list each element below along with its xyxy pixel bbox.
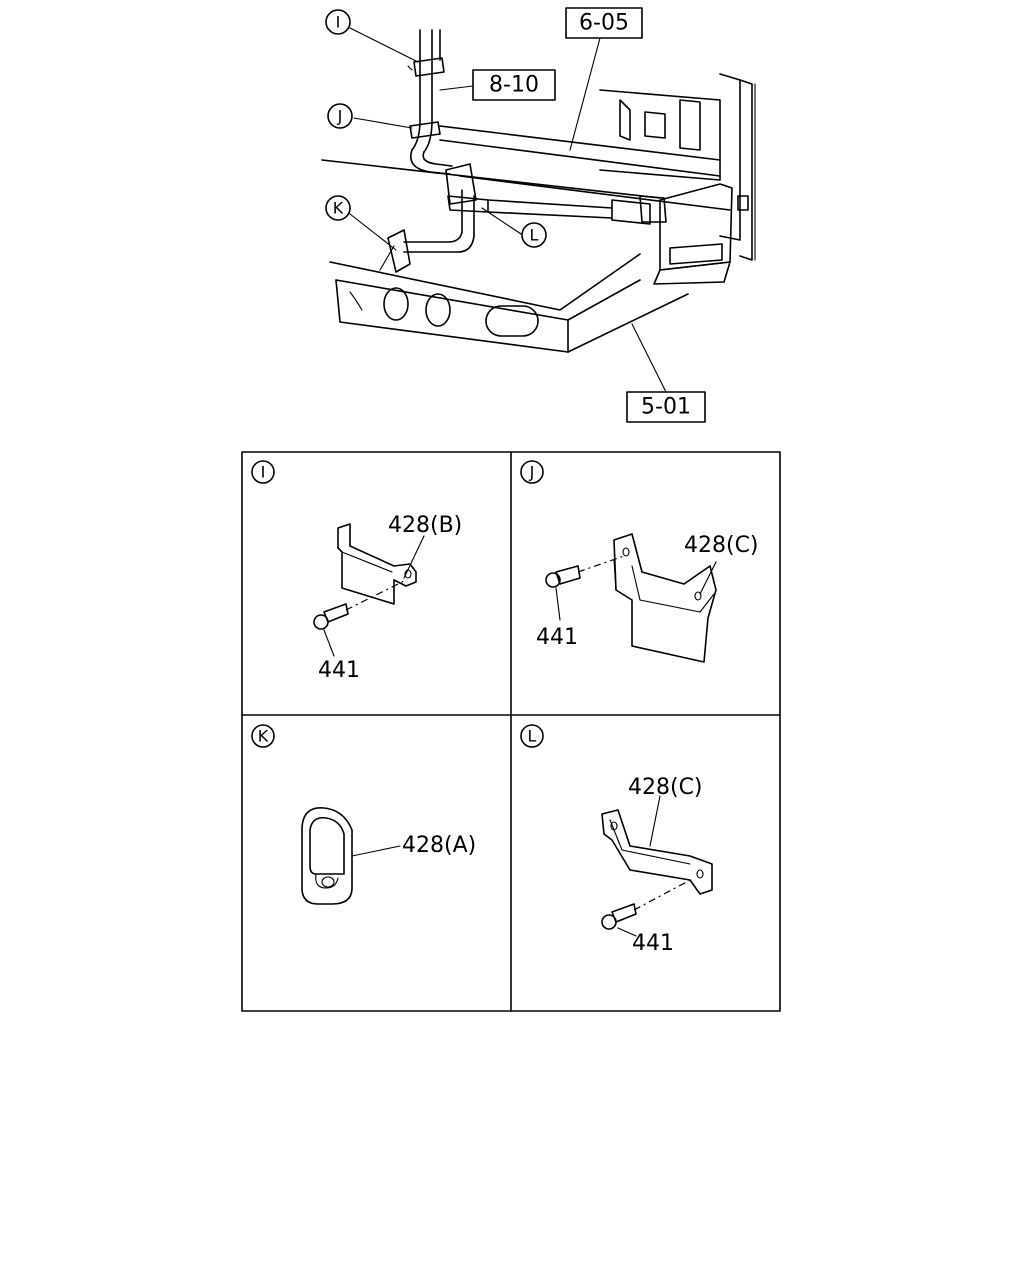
label-428b: 428(B) [388, 513, 462, 538]
svg-text:I: I [261, 463, 266, 482]
reference-6-05: 6-05 [565, 7, 643, 39]
label-428c: 428(C) [628, 775, 703, 800]
label-441: 441 [632, 931, 674, 956]
callout-i: I [325, 9, 351, 35]
svg-text:8-10: 8-10 [489, 73, 539, 98]
svg-text:L: L [528, 727, 537, 746]
detail-grid [241, 451, 781, 1012]
svg-text:K: K [258, 727, 269, 746]
svg-text:L: L [530, 226, 539, 245]
label-428c: 428(C) [684, 533, 759, 558]
reference-8-10: 8-10 [472, 69, 556, 101]
detail-panel-i: I 428(B) 441 [251, 460, 462, 683]
label-441: 441 [318, 658, 360, 683]
svg-text:6-05: 6-05 [579, 11, 629, 36]
callout-j: J [327, 103, 353, 129]
callout-k: K [325, 195, 351, 221]
svg-text:K: K [333, 199, 344, 218]
assembly-view: I J K L 6-05 8-10 5-01 [321, 7, 756, 423]
svg-text:J: J [529, 463, 535, 482]
callout-l: L [521, 222, 547, 248]
detail-panel-k: K 428(A) [251, 724, 476, 905]
label-441: 441 [536, 625, 578, 650]
detail-panel-l: L 428(C) 441 [520, 724, 713, 956]
reference-5-01: 5-01 [626, 391, 706, 423]
svg-text:I: I [336, 13, 341, 32]
detail-panel-j: J 428(C) 441 [520, 460, 759, 663]
svg-text:5-01: 5-01 [641, 395, 691, 420]
label-428a: 428(A) [402, 833, 476, 858]
svg-text:J: J [337, 107, 343, 126]
